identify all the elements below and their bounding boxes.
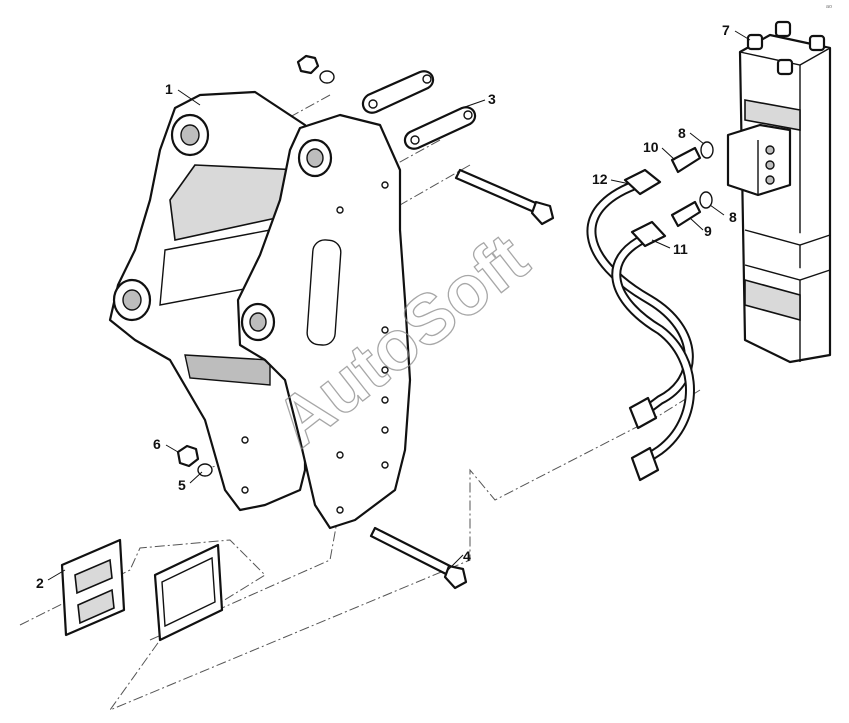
hydraulic-hoses	[586, 168, 695, 482]
callout-11: 11	[673, 241, 688, 257]
callout-3: 3	[488, 91, 496, 107]
callout-12: 12	[592, 171, 608, 187]
callout-9: 9	[704, 223, 712, 239]
link-plate	[361, 70, 477, 150]
corner-mark: ᵃᵒ	[826, 3, 832, 12]
callout-6: 6	[153, 436, 161, 452]
callout-8-bottom: 8	[729, 209, 737, 225]
callout-7: 7	[722, 22, 730, 38]
hydraulic-valve-block	[726, 20, 832, 364]
mounting-bracket	[108, 90, 307, 512]
bolt	[369, 168, 555, 590]
callout-8-top: 8	[678, 125, 686, 141]
callout-4: 4	[463, 548, 471, 564]
callout-1: 1	[165, 81, 173, 97]
wear-plate	[60, 538, 224, 642]
adapters-and-orings	[670, 141, 714, 228]
callout-5: 5	[178, 477, 186, 493]
callout-10: 10	[643, 139, 659, 155]
callout-labels: 1 2 3 4 5 6 7 8 8 9 10 11 12	[36, 22, 737, 591]
fitting-caps	[746, 20, 826, 76]
mounting-bracket-front-plate	[236, 113, 412, 530]
callout-2: 2	[36, 575, 44, 591]
nut-and-washer	[176, 444, 213, 477]
nut	[296, 54, 335, 84]
callout-leaders	[47, 30, 751, 581]
